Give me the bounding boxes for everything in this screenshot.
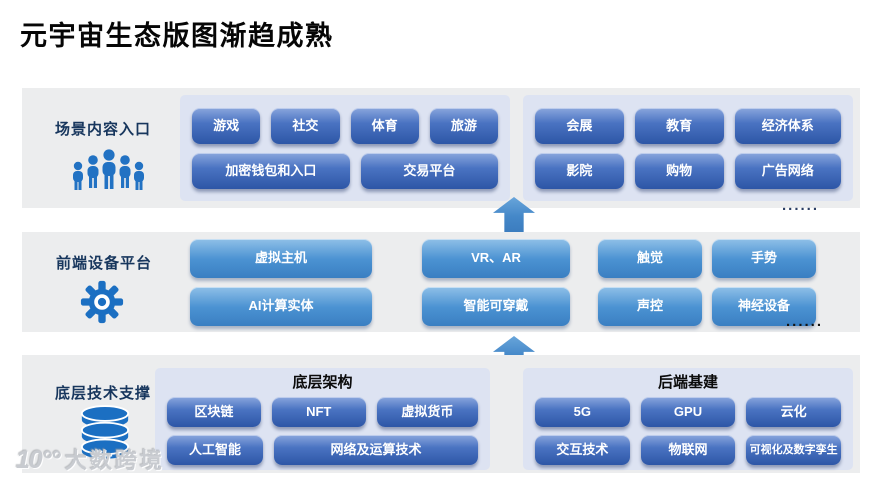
base-architecture-group: 底层架构 区块链 NFT 虚拟货币 人工智能 网络及运算技术	[155, 368, 490, 470]
tag-artificial-intelligence: 人工智能	[167, 435, 263, 465]
ellipsis-more-scenes: ......	[782, 197, 820, 214]
backend-infrastructure-header: 后端基建	[657, 374, 718, 391]
tag-ai-computing-entity: AI计算实体	[190, 287, 372, 326]
tag-cloudification: 云化	[746, 397, 842, 427]
page-title: 元宇宙生态版图渐趋成熟	[20, 21, 334, 51]
frontend-device-band: 前端设备平台 虚拟主机 AI计算实体	[22, 232, 860, 332]
scene-group-right: 会展 教育 经济体系 影院 购物 广告网络	[523, 95, 853, 201]
scene-content-band: 场景内容入口 游戏	[22, 88, 860, 208]
tag-virtual-currency: 虚拟货币	[376, 397, 478, 427]
tag-interaction-tech: 交互技术	[535, 435, 630, 465]
tag-social: 社交	[271, 108, 340, 144]
tag-virtual-host: 虚拟主机	[190, 239, 372, 278]
base-architecture-header: 底层架构	[292, 374, 353, 391]
device-col-vr: VR、AR 智能可穿戴	[422, 239, 570, 326]
tag-gpu: GPU	[640, 397, 736, 427]
scene-group-left: 游戏 社交 体育 旅游 加密钱包和入口 交易平台	[180, 95, 510, 201]
base-technology-band: 底层技术支撑 底层架构 区块链 NFT 虚拟货币	[22, 355, 860, 473]
scene-content-label: 场景内容入口	[55, 121, 152, 138]
tag-vr-ar: VR、AR	[422, 239, 570, 278]
database-icon	[80, 405, 130, 464]
tag-economic-system: 经济体系	[734, 108, 841, 144]
people-icon	[68, 148, 148, 205]
tag-games: 游戏	[192, 108, 261, 144]
device-col-hosts: 虚拟主机 AI计算实体	[190, 239, 372, 326]
ellipsis-more-devices: ......	[786, 313, 824, 330]
watermark: 10°° 大数跨境	[16, 443, 165, 475]
tag-smart-wearable: 智能可穿戴	[422, 287, 570, 326]
device-col-haptic: 触觉 声控	[598, 239, 702, 326]
tag-nft: NFT	[271, 397, 366, 427]
tag-education: 教育	[634, 108, 724, 144]
watermark-text: 大数跨境	[64, 448, 165, 473]
watermark-logo-icon: 10°°	[16, 446, 61, 474]
tag-iot: 物联网	[640, 435, 736, 465]
device-col-gesture: 手势 神经设备	[712, 239, 816, 326]
tag-voice-control: 声控	[598, 287, 702, 326]
gear-icon	[80, 280, 124, 329]
tag-blockchain: 区块链	[167, 397, 261, 427]
tag-neural-device: 神经设备	[712, 287, 816, 326]
tag-haptics: 触觉	[598, 239, 702, 278]
frontend-device-label: 前端设备平台	[56, 255, 153, 272]
tag-network-computing-tech: 网络及运算技术	[274, 435, 478, 465]
tag-5g: 5G	[535, 397, 630, 427]
base-technology-label: 底层技术支撑	[55, 385, 152, 402]
tag-crypto-wallet-entrance: 加密钱包和入口	[192, 153, 350, 189]
tag-trading-platform: 交易平台	[360, 153, 498, 189]
tag-visualization-digital-twin: 可视化及数字孪生	[746, 435, 842, 465]
tag-gesture: 手势	[712, 239, 816, 278]
tag-travel: 旅游	[429, 108, 498, 144]
tag-exhibitions: 会展	[535, 108, 624, 144]
tag-cinema: 影院	[535, 153, 624, 189]
backend-infrastructure-group: 后端基建 5G GPU 云化 交互技术 物联网 可视化及数字孪生	[523, 368, 853, 470]
tag-ad-network: 广告网络	[734, 153, 841, 189]
tag-shopping: 购物	[634, 153, 724, 189]
tag-sports: 体育	[350, 108, 419, 144]
